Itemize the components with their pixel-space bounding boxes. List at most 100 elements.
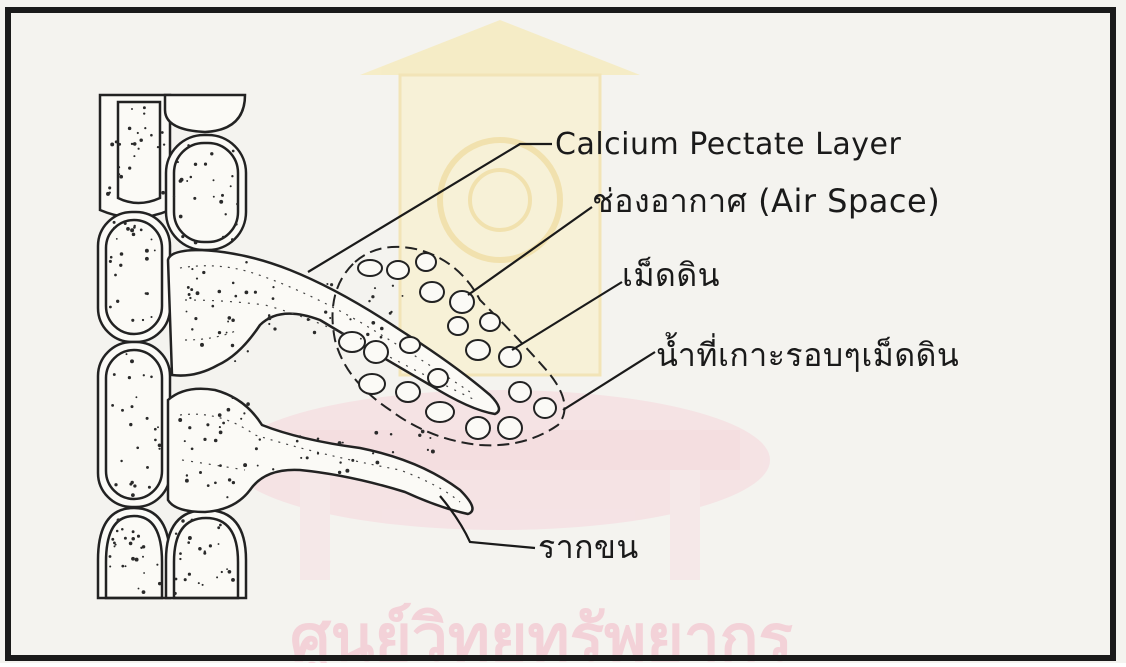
stipple-dot [161,131,164,134]
stipple-dot [203,438,206,441]
stipple-dot [389,312,392,315]
stipple-dot [186,180,188,182]
stipple-dot [129,483,132,486]
stipple-dot [145,249,149,253]
stipple-dot [254,291,257,294]
stipple-dot [142,556,144,558]
stipple-dot [114,545,116,547]
stipple-dot [228,316,232,320]
stipple-dot [234,520,236,522]
stipple-dot [184,578,187,581]
stipple-dot [209,544,212,547]
stipple-dot [156,564,158,566]
stipple-dot [131,405,134,408]
stipple-dot [115,140,118,143]
stipple-dot [120,460,122,462]
stipple-dot [132,233,136,237]
stipple-dot [198,582,200,584]
cell [165,95,245,132]
stipple-dot [225,213,227,215]
stipple-dot [227,321,229,323]
stipple-dot [231,238,234,241]
stipple-dot [243,412,245,414]
stipple-dot [143,106,146,109]
stipple-dot [151,238,153,240]
stipple-dot [219,426,221,428]
stipple-dot [130,228,134,232]
stipple-dot [158,448,160,450]
stipple-dot [178,418,182,422]
stipple-dot [109,306,112,309]
stipple-dot [392,451,394,453]
stipple-dot [133,484,136,487]
stipple-dot [187,144,190,147]
stipple-dot [219,431,223,435]
stipple-dot [113,373,116,376]
stipple-dot [214,439,218,443]
stipple-dot [226,568,228,570]
stipple-dot [240,418,242,420]
stipple-dot [133,142,137,146]
stipple-dot [427,449,429,451]
stipple-dot [126,353,128,355]
stipple-dot [218,413,222,417]
stipple-dot [236,203,239,206]
stipple-dot [173,195,175,197]
stipple-dot [181,519,184,522]
stipple-dot [372,452,374,454]
stipple-dot [338,441,342,445]
stipple-dot [175,532,177,534]
stipple-dot [119,175,123,179]
stipple-dot [115,544,117,546]
stipple-dot [179,552,182,555]
stipple-dot [255,447,258,450]
stipple-dot [157,426,159,428]
stipple-dot [146,417,149,420]
stipple-dot [118,173,120,175]
stipple-dot [137,132,139,134]
stipple-dot [128,376,131,379]
stipple-dot [145,292,147,294]
stipple-dot [210,152,213,155]
stipple-dot [218,543,220,545]
stipple-dot [191,447,194,450]
stipple-dot [137,535,140,538]
stipple-dot [360,338,362,340]
stipple-dot [245,261,248,264]
stipple-dot [317,438,320,441]
stipple-dot [121,528,124,531]
stipple-dot [326,283,328,285]
stipple-dot [194,163,197,166]
stipple-dot [148,486,151,489]
stipple-dot [177,161,179,163]
stipple-dot [200,343,204,347]
stipple-dot [131,143,133,145]
stipple-dot [142,545,145,548]
stipple-dot [317,452,319,454]
stipple-dot [375,461,379,465]
stipple-dot [113,227,115,229]
stipple-dot [116,300,119,303]
stipple-dot [273,327,276,330]
stipple-dot [124,537,127,540]
stipple-dot [158,582,161,585]
stipple-dot [131,319,134,322]
stipple-dot [109,555,112,558]
stipple-dot [116,530,119,533]
stipple-dot [139,138,142,141]
stipple-dot [231,344,234,347]
stipple-dot [142,590,146,594]
stipple-dot [109,191,111,193]
stipple-dot [227,408,231,412]
stipple-dot [216,576,218,578]
stipple-dot [221,571,223,573]
stipple-dot [188,536,192,540]
stipple-dot [217,526,220,529]
stipple-dot [390,433,393,436]
stipple-dot [154,428,157,431]
stipple-dot [222,236,225,239]
stipple-dot [111,404,114,407]
stipple-dot [161,191,165,195]
stipple-dot [330,283,333,286]
stipple-dot [129,542,133,546]
